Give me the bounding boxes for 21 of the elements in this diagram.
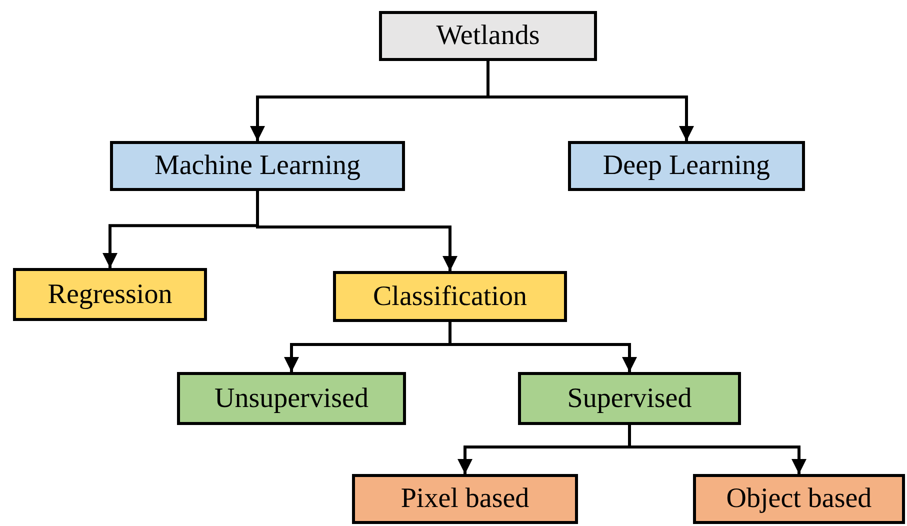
node-label: Supervised: [567, 382, 692, 414]
node-label: Unsupervised: [214, 382, 368, 414]
arrow: [486, 61, 694, 141]
task-box: [13, 268, 207, 321]
node-label: Regression: [48, 278, 172, 310]
learning-box: [177, 372, 406, 425]
category-box: [568, 141, 805, 191]
node-label: Deep Learning: [602, 150, 770, 182]
node-label: Machine Learning: [154, 150, 361, 182]
node-label: Wetlands: [436, 20, 540, 52]
arrow: [448, 322, 637, 372]
category-box: [110, 141, 405, 191]
root-box: [379, 11, 597, 61]
unit-box: [352, 474, 578, 524]
unit-box: [693, 474, 905, 524]
node-label: Pixel based: [400, 483, 530, 515]
task-box: [333, 271, 567, 322]
arrow: [256, 191, 458, 271]
node-label: Object based: [726, 483, 872, 515]
node-label: Classification: [373, 280, 527, 312]
learning-box: [518, 372, 741, 425]
